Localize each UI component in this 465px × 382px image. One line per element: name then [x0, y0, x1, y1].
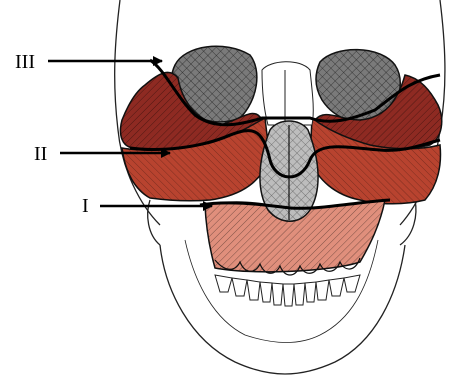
- nasal-cavity: [260, 62, 318, 222]
- label-iii: III: [15, 51, 35, 73]
- label-ii: II: [34, 143, 47, 165]
- lower-teeth: [215, 275, 360, 306]
- label-i: I: [82, 195, 89, 217]
